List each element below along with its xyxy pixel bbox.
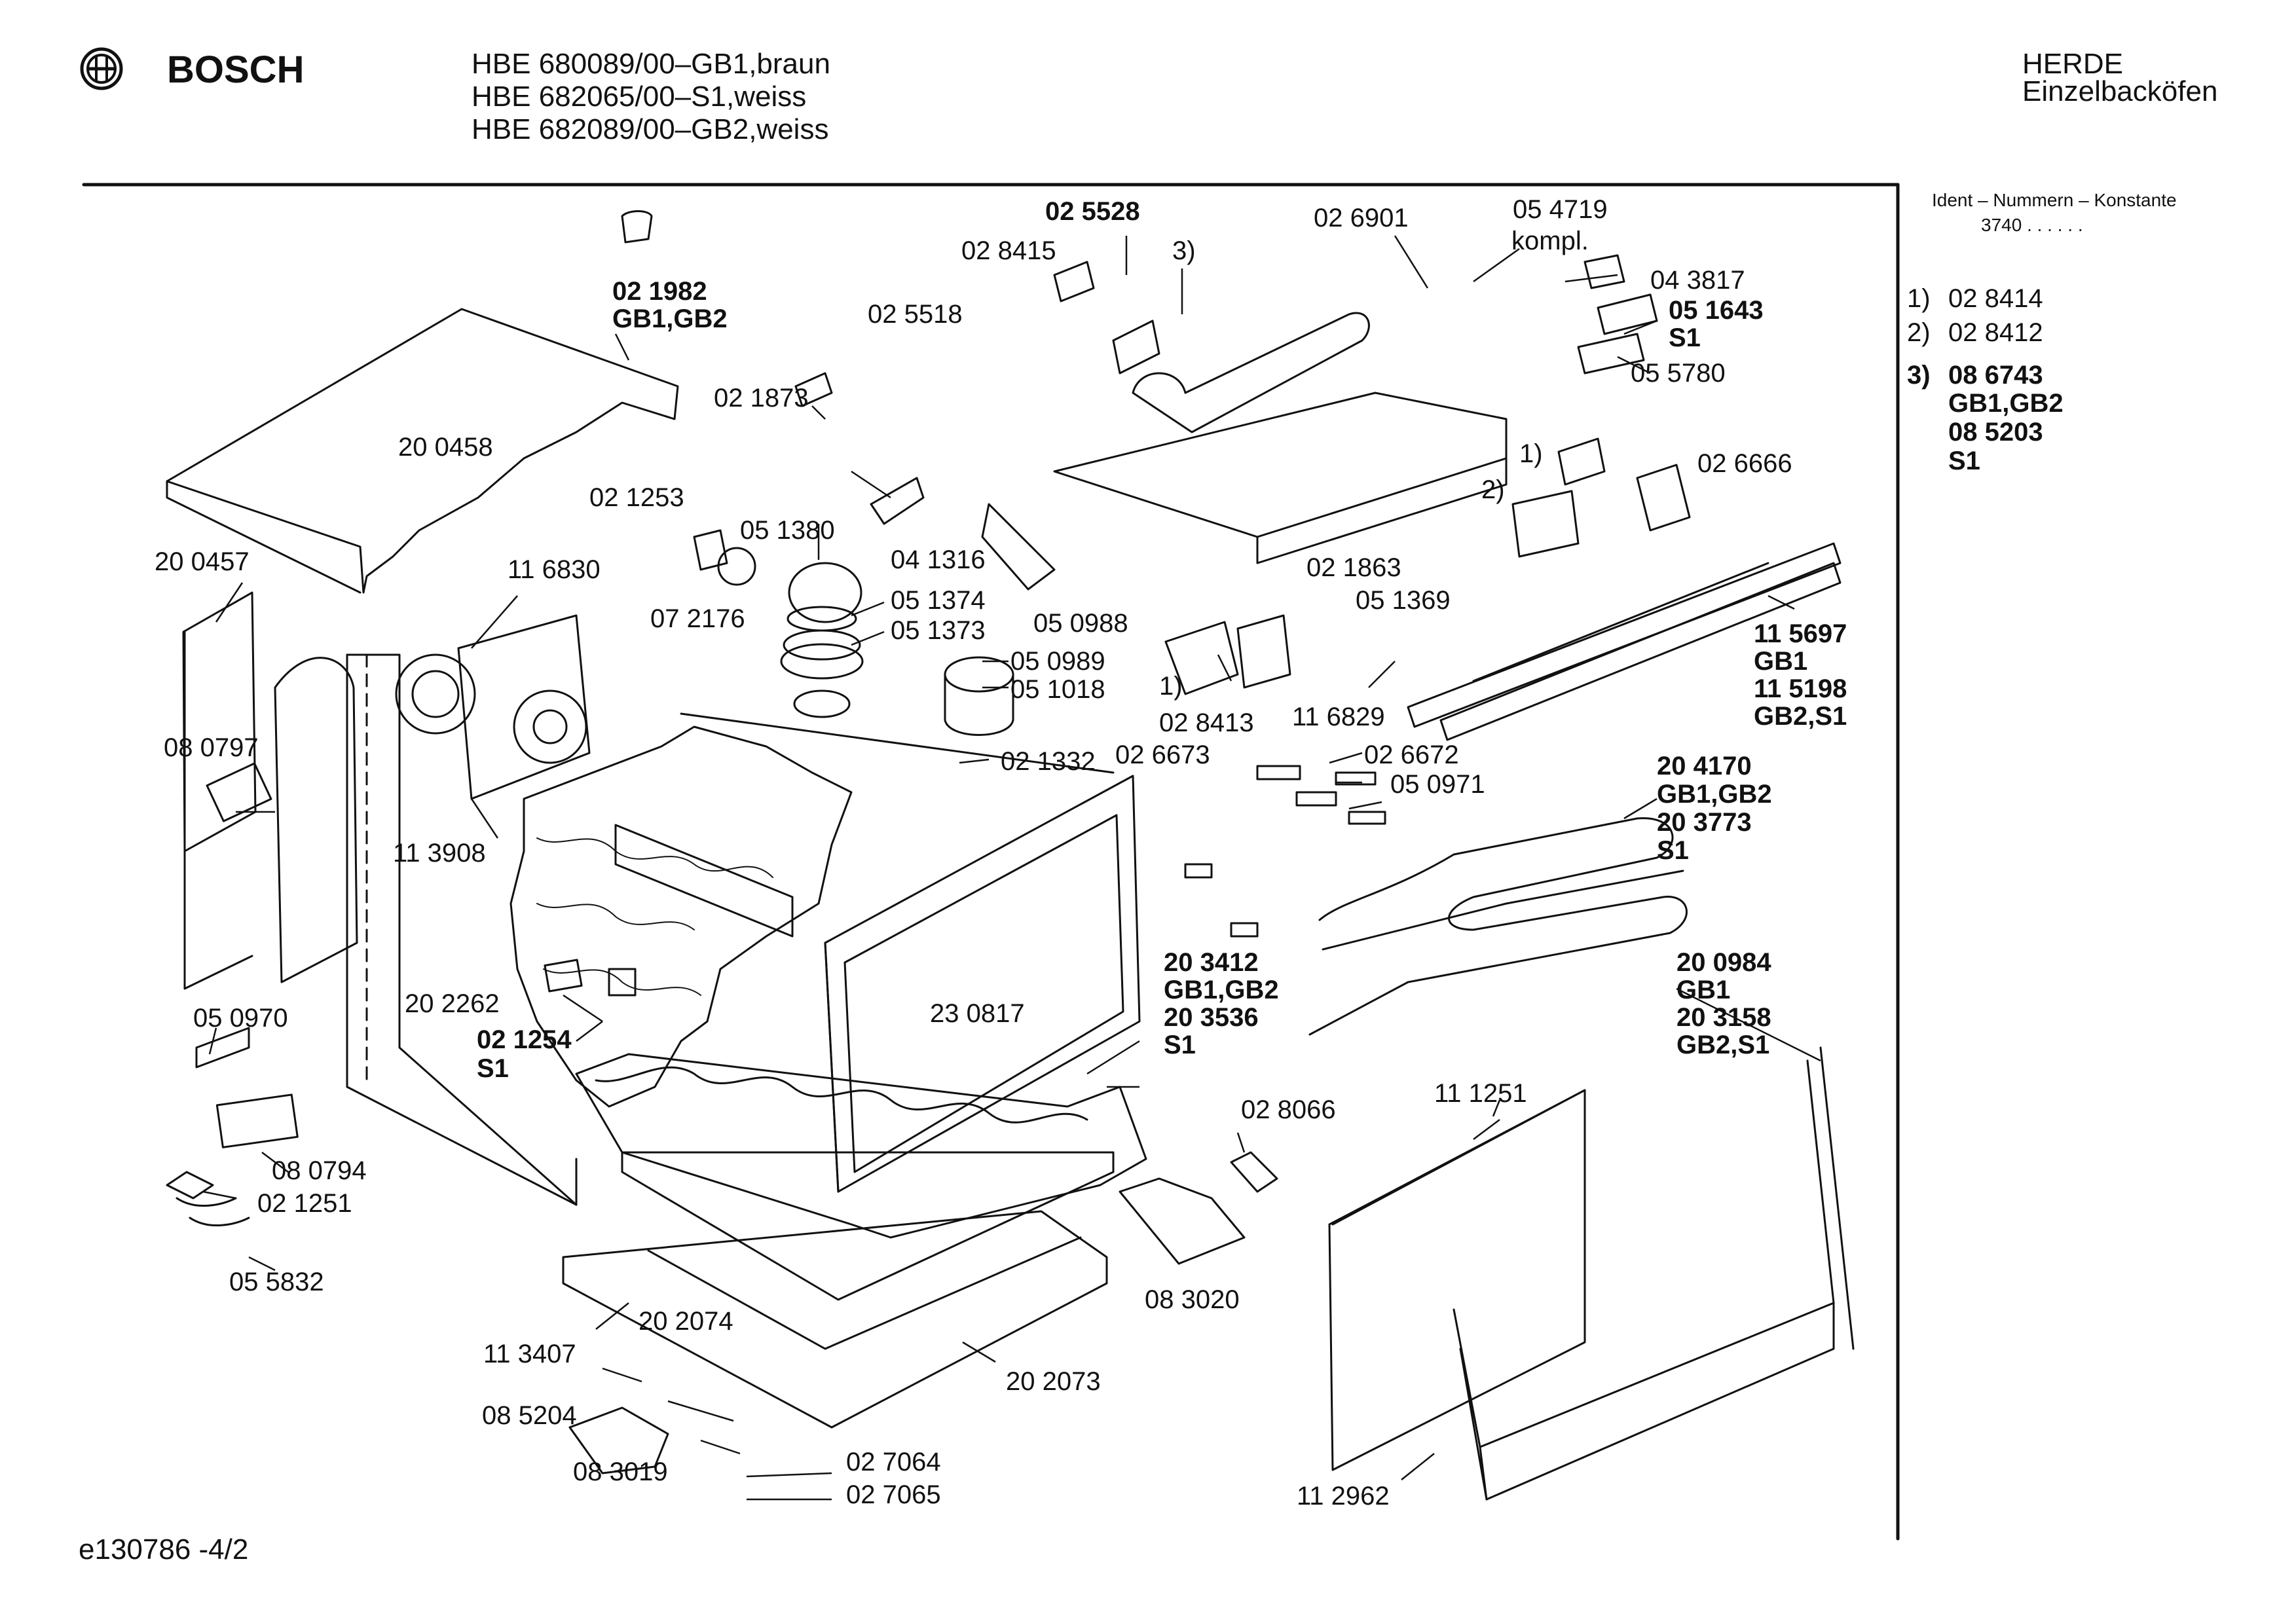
part-label: 05 1380 bbox=[740, 516, 835, 545]
brand-name: BOSCH bbox=[167, 48, 305, 91]
part-label: 02 8066 bbox=[1241, 1095, 1336, 1124]
part-label: 04 3817 bbox=[1650, 266, 1745, 295]
variant-label: S1 bbox=[477, 1054, 509, 1083]
part-label: 02 1254 bbox=[477, 1025, 572, 1054]
part-label: 20 2073 bbox=[1006, 1367, 1101, 1396]
part-label: 05 0971 bbox=[1390, 770, 1485, 799]
footnote-marker: 3) bbox=[1172, 236, 1196, 265]
part-label: 05 0988 bbox=[1033, 609, 1128, 638]
variant-label: GB1,GB2 bbox=[612, 304, 728, 333]
part-label: 08 3019 bbox=[573, 1457, 668, 1486]
note-value: 02 8412 bbox=[1948, 318, 2043, 347]
part-label: 11 6830 bbox=[508, 555, 601, 584]
part-label: 07 2176 bbox=[650, 604, 745, 633]
part-label: 02 5528 bbox=[1045, 197, 1140, 226]
part-label: 20 0984 bbox=[1676, 948, 1771, 977]
variant-label: GB2,S1 bbox=[1754, 702, 1847, 731]
footnote-marker: 1) bbox=[1519, 439, 1543, 468]
part-label: 02 1982 bbox=[612, 277, 707, 306]
part-label: 02 1873 bbox=[714, 384, 809, 412]
part-label: 11 2962 bbox=[1297, 1482, 1390, 1511]
part-label: 11 3908 bbox=[393, 839, 486, 868]
part-label: 02 6673 bbox=[1115, 741, 1210, 769]
part-label: 05 5832 bbox=[229, 1268, 324, 1296]
part-label: 04 1316 bbox=[891, 545, 986, 574]
variant-label: GB1 bbox=[1676, 976, 1731, 1004]
part-label: 02 1863 bbox=[1306, 553, 1401, 582]
part-label: 05 1373 bbox=[891, 616, 986, 645]
part-label: 11 3407 bbox=[483, 1340, 576, 1368]
part-label: 20 3412 bbox=[1164, 948, 1259, 977]
drawing-code: e130786 -4/2 bbox=[79, 1533, 249, 1566]
part-label: 05 0989 bbox=[1010, 647, 1105, 676]
part-label: 20 0458 bbox=[398, 433, 493, 462]
part-label: 05 5780 bbox=[1631, 359, 1726, 388]
part-label: 02 5518 bbox=[868, 300, 963, 329]
part-label: 20 3158 bbox=[1676, 1003, 1771, 1032]
variant-label: S1 bbox=[1164, 1031, 1196, 1059]
part-label: 05 1643 bbox=[1669, 296, 1764, 325]
part-note: kompl. bbox=[1511, 227, 1589, 255]
part-label: 23 0817 bbox=[930, 999, 1025, 1028]
part-label: 11 1251 bbox=[1434, 1079, 1527, 1108]
part-label: 02 6666 bbox=[1697, 449, 1792, 478]
variant-label: GB1,GB2 bbox=[1657, 780, 1772, 809]
part-label: 05 0970 bbox=[193, 1004, 288, 1033]
part-label: 20 0457 bbox=[155, 547, 250, 576]
variant-label: S1 bbox=[1669, 323, 1701, 352]
ident-constant: 3740 . . . . . . bbox=[1981, 215, 2083, 235]
part-label: 02 1253 bbox=[589, 483, 684, 512]
bosch-logo-icon bbox=[80, 47, 123, 90]
part-label: 02 7065 bbox=[846, 1480, 941, 1509]
part-label: 02 1251 bbox=[257, 1189, 352, 1218]
note-number: 3) bbox=[1907, 361, 1931, 390]
part-label: 02 8413 bbox=[1159, 708, 1254, 737]
part-label: 05 1018 bbox=[1010, 675, 1105, 704]
note-number: 2) bbox=[1907, 318, 1931, 347]
model-line-2: HBE 682065/00–S1,weiss bbox=[472, 81, 807, 113]
part-label: 20 2262 bbox=[405, 989, 500, 1018]
note-value: GB1,GB2 bbox=[1948, 389, 2064, 418]
part-label: 02 6901 bbox=[1314, 204, 1409, 232]
footnote-marker: 1) bbox=[1159, 672, 1183, 701]
note-value: 08 5203 bbox=[1948, 418, 2043, 447]
part-label: 11 5697 bbox=[1754, 619, 1847, 648]
part-label: 20 3773 bbox=[1657, 808, 1752, 837]
part-label: 02 1332 bbox=[1001, 747, 1096, 776]
part-label: 08 5204 bbox=[482, 1401, 577, 1430]
category-label: HERDE bbox=[2022, 48, 2124, 80]
note-value: 02 8414 bbox=[1948, 284, 2043, 313]
part-label: 02 6672 bbox=[1364, 741, 1459, 769]
part-label: 11 6829 bbox=[1292, 703, 1385, 731]
variant-label: GB2,S1 bbox=[1676, 1031, 1770, 1059]
note-number: 1) bbox=[1907, 284, 1931, 313]
part-label: 02 7064 bbox=[846, 1448, 941, 1476]
part-label: 05 1374 bbox=[891, 586, 986, 615]
model-line-3: HBE 682089/00–GB2,weiss bbox=[472, 113, 829, 145]
note-value: 08 6743 bbox=[1948, 361, 2043, 390]
part-label: 08 3020 bbox=[1145, 1285, 1240, 1314]
part-label: 02 8415 bbox=[961, 236, 1056, 265]
note-value: S1 bbox=[1948, 447, 1980, 475]
model-line-1: HBE 680089/00–GB1,braun bbox=[472, 48, 830, 80]
footnote-marker: 2) bbox=[1481, 475, 1505, 504]
part-label: 20 4170 bbox=[1657, 752, 1752, 780]
variant-label: GB1,GB2 bbox=[1164, 976, 1279, 1004]
part-label: 08 0794 bbox=[272, 1156, 367, 1185]
part-label: 08 0797 bbox=[164, 733, 259, 762]
subcategory-label: Einzelbacköfen bbox=[2022, 75, 2218, 107]
ident-title: Ident – Nummern – Konstante bbox=[1932, 190, 2177, 210]
variant-label: S1 bbox=[1657, 836, 1689, 865]
variant-label: GB1 bbox=[1754, 647, 1808, 676]
part-label: 20 3536 bbox=[1164, 1003, 1259, 1032]
part-label: 05 4719 bbox=[1513, 195, 1608, 224]
part-label: 11 5198 bbox=[1754, 674, 1847, 703]
part-label: 05 1369 bbox=[1356, 586, 1451, 615]
part-label: 20 2074 bbox=[639, 1307, 733, 1336]
